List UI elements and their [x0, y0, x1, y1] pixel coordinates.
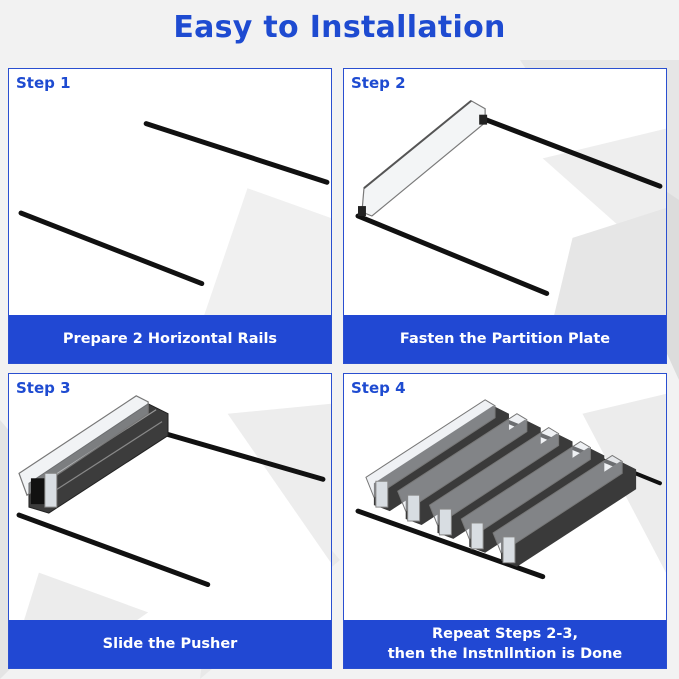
step-caption: Slide the Pusher [9, 620, 331, 668]
step-caption: Repeat Steps 2-3, then the Instnllntion … [344, 620, 666, 668]
partition-plate-illustration [355, 100, 666, 363]
step-3-panel: Step 3 Slide the Pusher [8, 373, 332, 669]
step-caption: Fasten the Partition Plate [344, 315, 666, 363]
step-label: Step 3 [16, 379, 71, 397]
lane [492, 454, 637, 567]
step-4-panel: Step 4 Repeat Steps 2-3, then the Instnl… [343, 373, 667, 669]
page-title: Easy to Installation [173, 10, 506, 45]
step-label: Step 1 [16, 74, 71, 92]
step-2-panel: Step 2 Fasten the Partition Plate [343, 68, 667, 364]
caption-line: Repeat Steps 2-3, [432, 626, 578, 642]
caption-line: Slide the Pusher [102, 636, 238, 652]
completed-assembly-illustration [355, 393, 666, 580]
caption-line: Prepare 2 Horizontal Rails [62, 331, 278, 347]
step-1-panel: Step 1 Prepare 2 Horizontal Rails [8, 68, 332, 364]
caption-line: then the Instnllntion is Done [387, 646, 623, 662]
step-caption: Prepare 2 Horizontal Rails [9, 315, 331, 363]
step-label: Step 4 [351, 379, 406, 397]
caption-line: Fasten the Partition Plate [399, 331, 611, 347]
step-label: Step 2 [351, 74, 406, 92]
